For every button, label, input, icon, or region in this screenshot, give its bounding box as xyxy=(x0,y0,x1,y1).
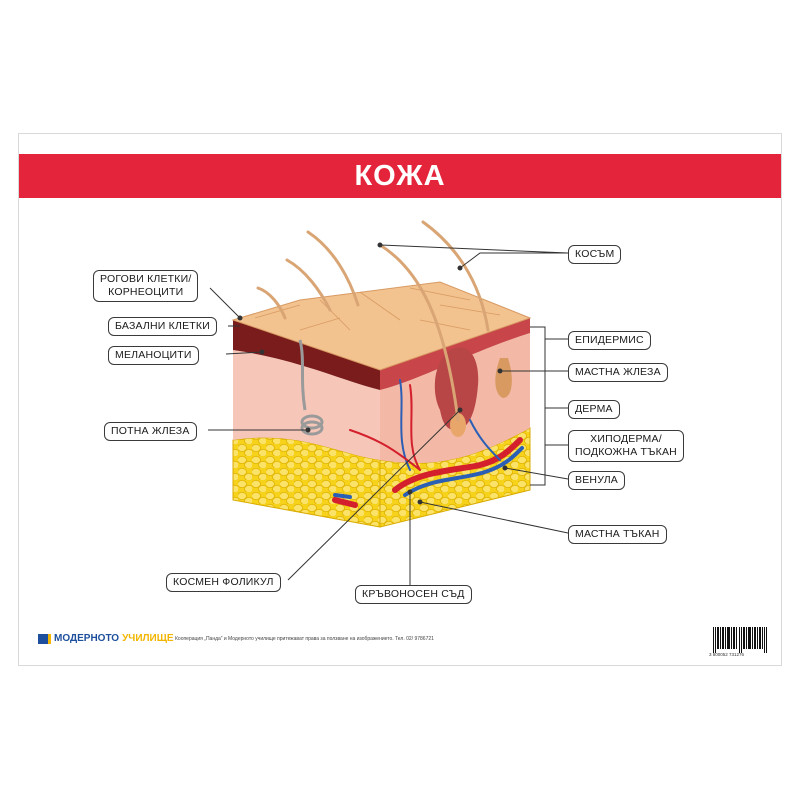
title-banner: КОЖА xyxy=(19,154,781,198)
label-melanocytes: МЕЛАНОЦИТИ xyxy=(108,346,199,365)
brand-mark-icon xyxy=(38,633,51,644)
label-hypodermis: ХИПОДЕРМА/ ПОДКОЖНА ТЪКАН xyxy=(568,430,684,462)
copyright-note: Кооперация „Панда” и Модерното училище п… xyxy=(175,636,434,642)
brand-logo: МОДЕРНОТО УЧИЛИЩЕ xyxy=(38,633,174,644)
label-blood-vessel: КРЪВОНОСЕН СЪД xyxy=(355,585,472,604)
label-venule: ВЕНУЛА xyxy=(568,471,626,490)
hair-follicle-shape xyxy=(434,347,512,437)
blood-vessels xyxy=(332,379,524,508)
page-title: КОЖА xyxy=(354,159,446,192)
label-hair-follicle: КОСМЕН ФОЛИКУЛ xyxy=(166,573,281,592)
label-sebaceous-gland: МАСТНА ЖЛЕЗА xyxy=(568,363,668,382)
label-basal-cells: БАЗАЛНИ КЛЕТКИ xyxy=(108,317,217,336)
label-dermis: ДЕРМА xyxy=(568,400,620,419)
hair-strands xyxy=(256,220,490,422)
leader-lines xyxy=(208,242,569,585)
label-sweat-gland: ПОТНА ЖЛЕЗА xyxy=(104,422,197,441)
brand-name-part2: УЧИЛИЩЕ xyxy=(122,633,174,644)
label-keratinocytes: РОГОВИ КЛЕТКИ/ КОРНЕОЦИТИ xyxy=(93,270,199,302)
label-hair: КОСЪМ xyxy=(568,245,622,264)
label-epidermis: ЕПИДЕРМИС xyxy=(568,331,651,350)
label-fat-tissue: МАСТНА ТЪКАН xyxy=(568,525,667,544)
barcode-number: 3 800052 731276 xyxy=(709,652,745,657)
barcode-icon xyxy=(713,627,767,653)
sweat-gland-shape xyxy=(298,339,324,436)
brand-name-part1: МОДЕРНОТО xyxy=(54,633,120,644)
